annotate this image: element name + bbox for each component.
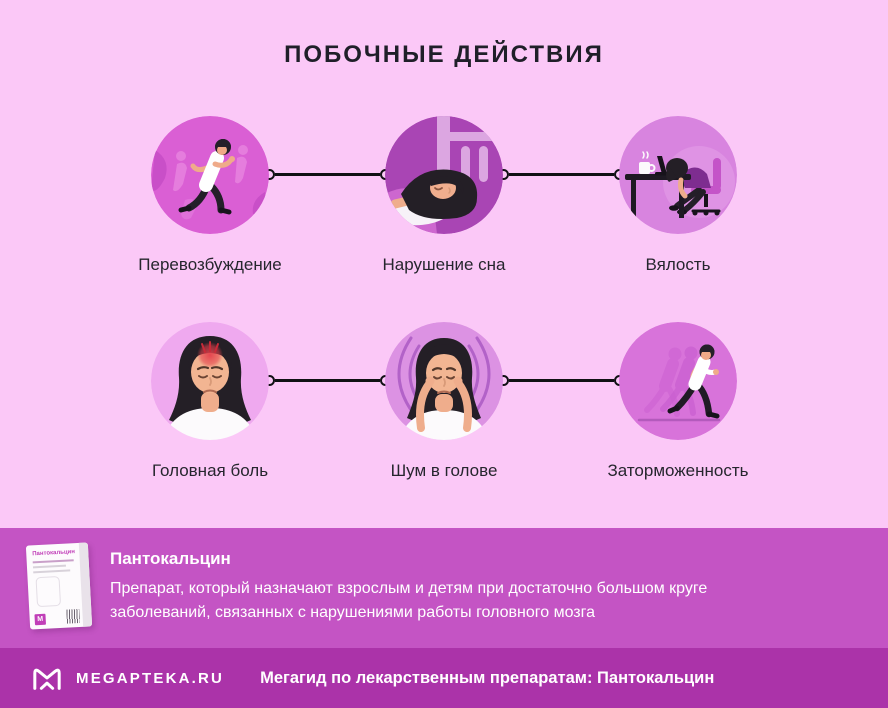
package-bottle-outline xyxy=(35,575,62,608)
brand-name: MEGAPTEKA.RU xyxy=(76,669,225,687)
effect-label: Вялость xyxy=(645,255,711,274)
product-banner: Пантокальцин M Пантокальцин Препарат, ко… xyxy=(0,528,888,648)
tired-at-desk-icon xyxy=(619,116,737,234)
effect-label: Нарушение сна xyxy=(382,255,506,274)
head-noise-woman-icon xyxy=(385,322,503,440)
effect-label: Перевозбуждение xyxy=(138,255,282,274)
effect-item-headache: Головная боль xyxy=(100,322,320,481)
package-brand-logo: M xyxy=(34,613,47,626)
package-text-lines xyxy=(32,559,85,574)
product-package-image: Пантокальцин M xyxy=(25,542,93,630)
slowed-man-icon xyxy=(619,322,737,440)
package-side-face xyxy=(78,542,93,627)
product-name: Пантокальцин xyxy=(110,549,231,568)
footer: MEGAPTEKA.RU Мегагид по лекарственным пр… xyxy=(0,648,888,708)
effect-item-lethargy: Вялость xyxy=(568,116,788,275)
running-person-icon xyxy=(151,116,269,234)
effect-item-overexcitement: Перевозбуждение xyxy=(100,116,320,275)
effect-item-sleep-disorder: Нарушение сна xyxy=(334,116,554,275)
footer-tagline: Мегагид по лекарственным препаратам: Пан… xyxy=(260,668,715,687)
megapteka-logo-icon xyxy=(33,668,61,690)
effect-item-retardation: Заторможенность xyxy=(568,322,788,481)
page-title: ПОБОЧНЫЕ ДЕЙСТВИЯ xyxy=(284,41,604,68)
effect-label: Шум в голове xyxy=(390,461,498,480)
package-label: Пантокальцин xyxy=(32,549,76,558)
sleeping-woman-icon xyxy=(385,116,503,234)
headache-woman-icon xyxy=(151,322,269,440)
effect-item-head-noise: Шум в голове xyxy=(334,322,554,481)
product-description: Препарат, который назначают взрослым и д… xyxy=(110,580,708,621)
package-barcode xyxy=(66,608,80,624)
effect-label: Заторможенность xyxy=(607,461,749,480)
effect-label: Головная боль xyxy=(151,461,269,480)
